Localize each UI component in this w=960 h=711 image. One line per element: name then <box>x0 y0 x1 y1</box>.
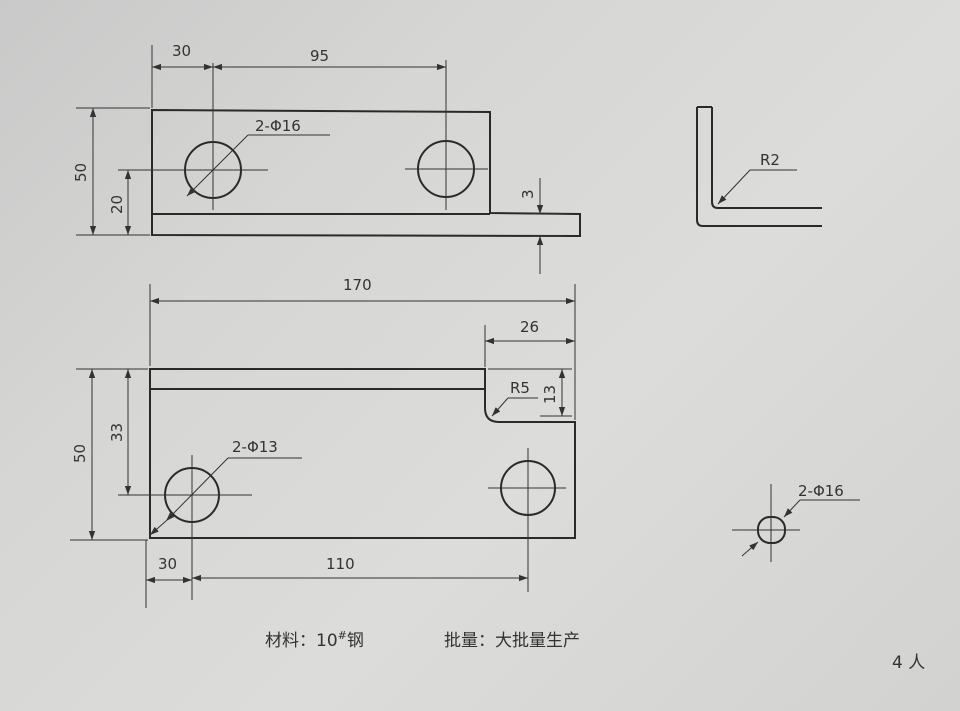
dim-50-top: 50 <box>72 163 90 182</box>
front-view-holes-label: 2-Φ13 <box>232 438 278 456</box>
material-grade-mark: # <box>338 629 347 642</box>
dim-170: 170 <box>343 276 372 294</box>
front-view-radius: R5 <box>510 379 530 397</box>
corner-detail-profile-outer <box>696 107 822 227</box>
corner-detail-radius: R2 <box>760 151 780 169</box>
front-view-plate-outline <box>149 368 576 539</box>
dim-30-top: 30 <box>172 42 191 60</box>
group-size-note: 4 人 <box>892 653 925 673</box>
dim-95: 95 <box>310 47 329 65</box>
dim-26: 26 <box>520 318 539 336</box>
hole-detail-leader-lower <box>741 541 759 557</box>
batch-note: 批量：大批量生产 <box>444 631 580 651</box>
top-view-plate-outline <box>151 108 581 238</box>
dim-50-front: 50 <box>71 444 89 463</box>
hole-detail-label: 2-Φ16 <box>798 482 844 500</box>
footer-notes: 材料：10#钢 批量：大批量生产 4 人 <box>265 629 925 673</box>
dim-20: 20 <box>108 195 126 214</box>
top-view: 30 95 50 20 3 2-Φ16 <box>72 42 581 274</box>
material-label: 材料：10 <box>265 631 338 651</box>
corner-detail-profile-inner <box>711 107 822 209</box>
hole-detail: 2-Φ16 <box>732 482 860 562</box>
dim-110: 110 <box>326 555 355 573</box>
front-view-radius-leader <box>491 397 509 417</box>
corner-detail: R2 <box>696 106 822 227</box>
dim-30-bottom: 30 <box>158 555 177 573</box>
dim-33: 33 <box>108 423 126 442</box>
top-view-holes-label: 2-Φ16 <box>255 117 301 135</box>
top-view-holes-leader <box>186 134 249 197</box>
front-view-holes-leader <box>165 457 229 522</box>
front-view-holes-leader-tail <box>149 520 167 536</box>
front-view: 170 26 50 33 13 R5 2-Φ13 30 110 <box>70 276 576 608</box>
hole-detail-leader <box>783 499 801 518</box>
material-note: 材料：10#钢 <box>265 629 364 651</box>
dim-3: 3 <box>519 189 537 199</box>
corner-detail-leader <box>717 169 751 205</box>
material-steel: 钢 <box>347 631 364 651</box>
dim-13: 13 <box>541 385 559 404</box>
